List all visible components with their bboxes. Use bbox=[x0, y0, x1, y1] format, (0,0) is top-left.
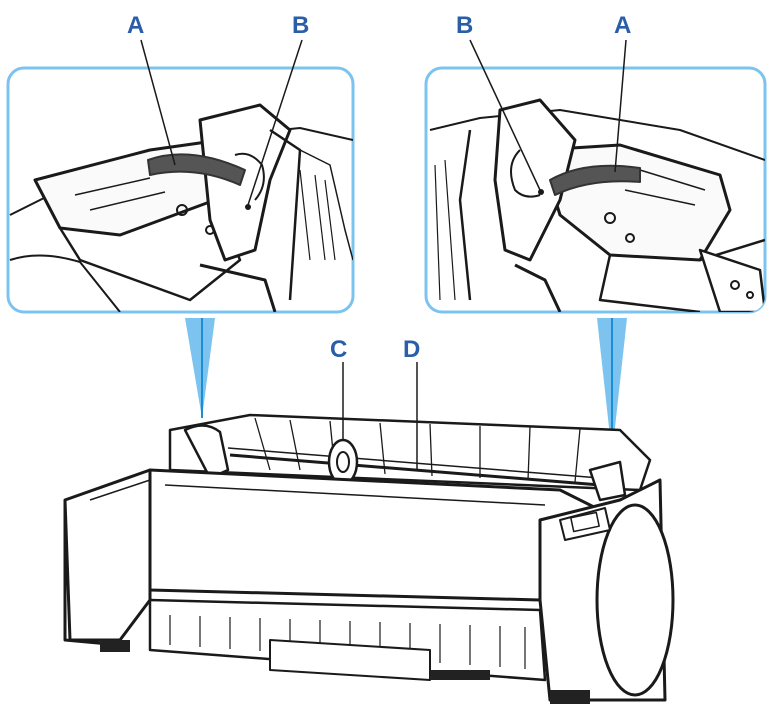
right-zoom-panel bbox=[424, 39, 767, 314]
printer-body bbox=[63, 413, 675, 704]
label-a-left: A bbox=[127, 12, 145, 39]
label-a-right: A bbox=[614, 12, 632, 39]
label-b-right: B bbox=[456, 12, 474, 39]
label-b-left: B bbox=[292, 12, 310, 39]
left-zoom-panel bbox=[6, 39, 355, 314]
label-c: C bbox=[330, 336, 348, 363]
label-d: D bbox=[403, 336, 421, 363]
